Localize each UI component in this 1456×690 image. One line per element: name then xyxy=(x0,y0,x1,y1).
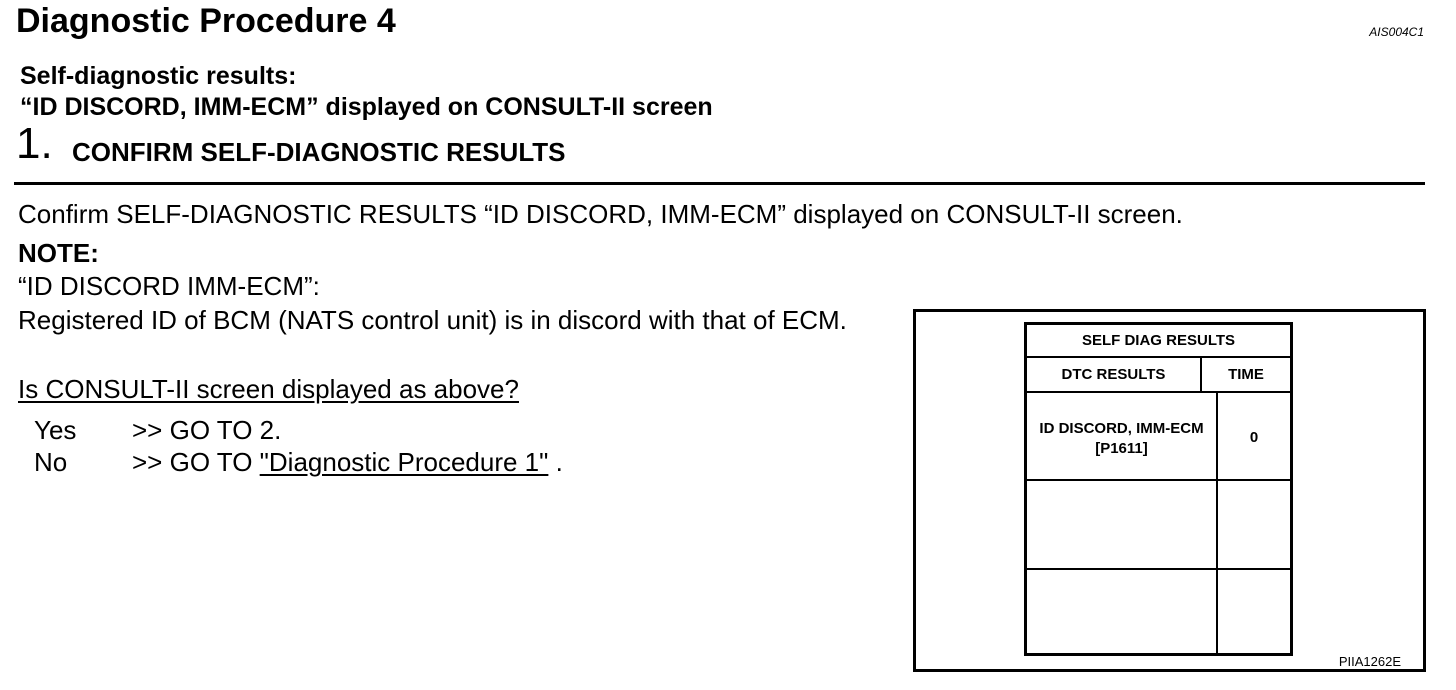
dtc-result-code: [P1611] xyxy=(1095,440,1148,457)
instruction-text: Confirm SELF-DIAGNOSTIC RESULTS “ID DISC… xyxy=(18,199,1183,229)
dtc-result-time: 0 xyxy=(1249,429,1259,446)
grid-line xyxy=(1027,568,1290,570)
reference-code: AIS004C1 xyxy=(1369,25,1424,39)
step-number: 1. xyxy=(16,119,53,168)
note-text: Registered ID of BCM (NATS control unit)… xyxy=(18,305,847,335)
answer-yes-label: Yes xyxy=(34,415,77,445)
page-title: Diagnostic Procedure 4 xyxy=(16,2,396,40)
grid-line xyxy=(1027,479,1290,481)
grid-line xyxy=(1027,356,1290,358)
section-divider xyxy=(14,182,1425,185)
column-header-dtc: DTC RESULTS xyxy=(1061,366,1166,383)
answer-no-suffix: . xyxy=(548,447,563,477)
grid-line xyxy=(1200,356,1202,393)
answer-no-label: No xyxy=(34,447,68,477)
step-title: CONFIRM SELF-DIAGNOSTIC RESULTS xyxy=(72,137,566,167)
screen-title: SELF DIAG RESULTS xyxy=(1081,332,1236,349)
subheading-self-diagnostic: Self-diagnostic results: xyxy=(20,62,297,90)
answer-yes-action: >> GO TO 2. xyxy=(132,415,282,445)
consult-screen-figure: SELF DIAG RESULTS DTC RESULTS TIME ID DI… xyxy=(913,309,1426,672)
subheading-displayed: “ID DISCORD, IMM-ECM” displayed on CONSU… xyxy=(20,93,713,121)
answer-no-prefix: >> GO TO xyxy=(132,447,260,477)
note-term: “ID DISCORD IMM-ECM”: xyxy=(18,271,320,301)
question-text: Is CONSULT-II screen displayed as above? xyxy=(18,374,519,404)
answer-no-action: >> GO TO "Diagnostic Procedure 1" . xyxy=(132,447,563,478)
diagnostic-procedure-1-link[interactable]: "Diagnostic Procedure 1" xyxy=(259,447,549,477)
consult-screen: SELF DIAG RESULTS DTC RESULTS TIME ID DI… xyxy=(1024,322,1293,656)
column-header-time: TIME xyxy=(1228,366,1264,383)
dtc-result-name: ID DISCORD, IMM-ECM xyxy=(1039,420,1204,437)
note-label: NOTE: xyxy=(18,238,99,268)
figure-code: PIIA1262E xyxy=(1338,654,1401,669)
grid-line xyxy=(1216,391,1218,656)
grid-line xyxy=(1027,391,1290,393)
